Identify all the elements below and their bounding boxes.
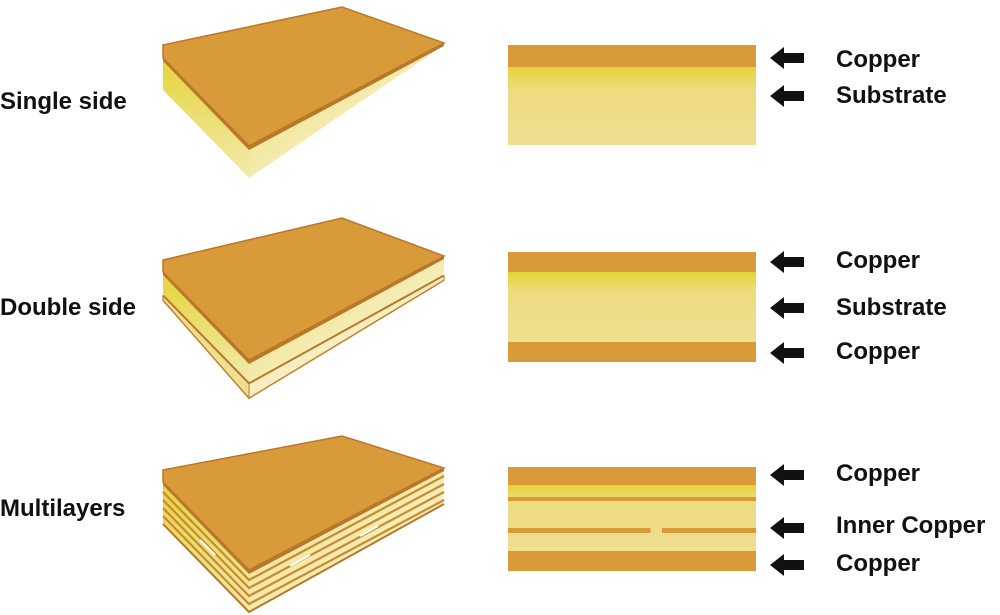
arrow-left-icon [770, 517, 804, 539]
substrate-layer [508, 67, 756, 145]
layer-label-copper: Copper [836, 550, 920, 577]
double-side-board-illustration [161, 217, 446, 400]
arrow-left-icon [770, 297, 804, 319]
arrow-left-icon [770, 464, 804, 486]
copper-layer [508, 342, 756, 362]
multilayer-cross-section [508, 467, 756, 571]
copper-layer [508, 252, 756, 272]
copper-layer [508, 45, 756, 67]
arrow-left-icon [770, 342, 804, 364]
arrow-left-icon [770, 554, 804, 576]
layer-label-copper: Copper [836, 247, 920, 274]
inner-copper-line [508, 497, 756, 501]
copper-layer [508, 467, 756, 485]
substrate-layer [508, 272, 756, 342]
layer-label-substrate: Substrate [836, 82, 947, 109]
layer-label-substrate: Substrate [836, 294, 947, 321]
arrow-left-icon [770, 85, 804, 107]
layer-label-copper: Copper [836, 46, 920, 73]
arrow-left-icon [770, 251, 804, 273]
copper-layer [508, 551, 756, 571]
single-side-board-illustration [162, 6, 446, 178]
multilayer-board-illustration [162, 435, 446, 614]
layer-label-inner-copper: Inner Copper [836, 512, 986, 539]
layer-label-copper: Copper [836, 338, 920, 365]
inner-copper-layer [508, 528, 756, 533]
substrate-layer [508, 485, 756, 551]
single-side-cross-section [508, 45, 756, 145]
row-label-multilayers: Multilayers [0, 495, 126, 522]
row-label-single-side: Single side [0, 88, 127, 115]
arrow-left-icon [770, 47, 804, 69]
row-label-double-side: Double side [0, 294, 137, 321]
layer-label-copper: Copper [836, 460, 920, 487]
double-side-cross-section [508, 252, 756, 362]
